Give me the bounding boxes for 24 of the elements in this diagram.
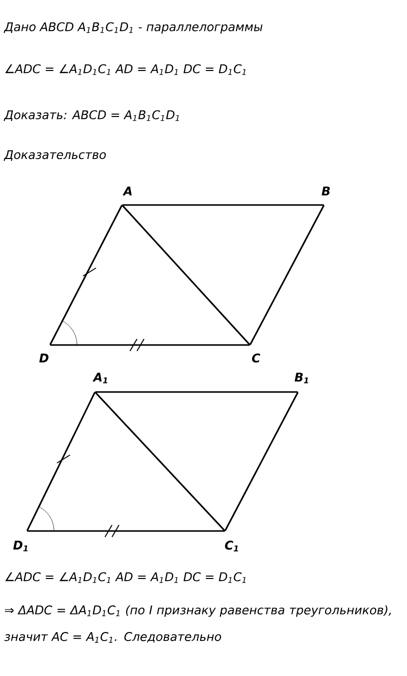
vertex-label: D xyxy=(39,354,48,362)
side-line xyxy=(50,344,250,346)
side-line xyxy=(122,204,324,206)
side-line xyxy=(27,530,225,532)
side-line xyxy=(49,204,123,346)
text-line: Доказательство xyxy=(4,150,106,161)
vertex-label: D$_{1}$ xyxy=(13,540,28,552)
proof-text: ⇒ ΔADC = ΔA$_{1}$D$_{1}$C$_{1}$ (по I признаку равенства треугольников), значит AC = A$_{1}$C$_{1}$. Следовательно xyxy=(4,605,391,643)
side-line xyxy=(249,204,325,346)
vertex-label: A$_{1}$ xyxy=(92,372,108,384)
side-line xyxy=(224,392,299,532)
vertex-label: B xyxy=(322,186,330,196)
text-line: ∠ADC = ∠A$_{1}$D$_{1}$C$_{1}$ AD = A$_{1}$D$_{1}$ DC = D$_{1}$C$_{1}$ xyxy=(5,64,246,75)
vertex-label: A xyxy=(122,186,132,196)
side-line xyxy=(95,391,298,393)
text-line: Дано ABCD A$_{1}$B$_{1}$C$_{1}$D$_{1}$ - параллелограммы xyxy=(4,22,262,34)
text-line: Доказать: ABCD = A$_{1}$B$_{1}$C$_{1}$D$_{1}$ xyxy=(4,110,179,121)
text-line: ∠ADC = ∠A$_{1}$D$_{1}$C$_{1}$ AD = A$_{1}$D$_{1}$ DC = D$_{1}$C$_{1}$ xyxy=(5,572,246,583)
vertex-label: B$_{1}$ xyxy=(294,372,308,384)
side-line xyxy=(122,204,250,346)
side-line xyxy=(26,392,96,532)
vertex-label: C xyxy=(252,353,260,363)
vertex-label: C$_{1}$ xyxy=(225,540,238,552)
side-line xyxy=(94,392,226,532)
